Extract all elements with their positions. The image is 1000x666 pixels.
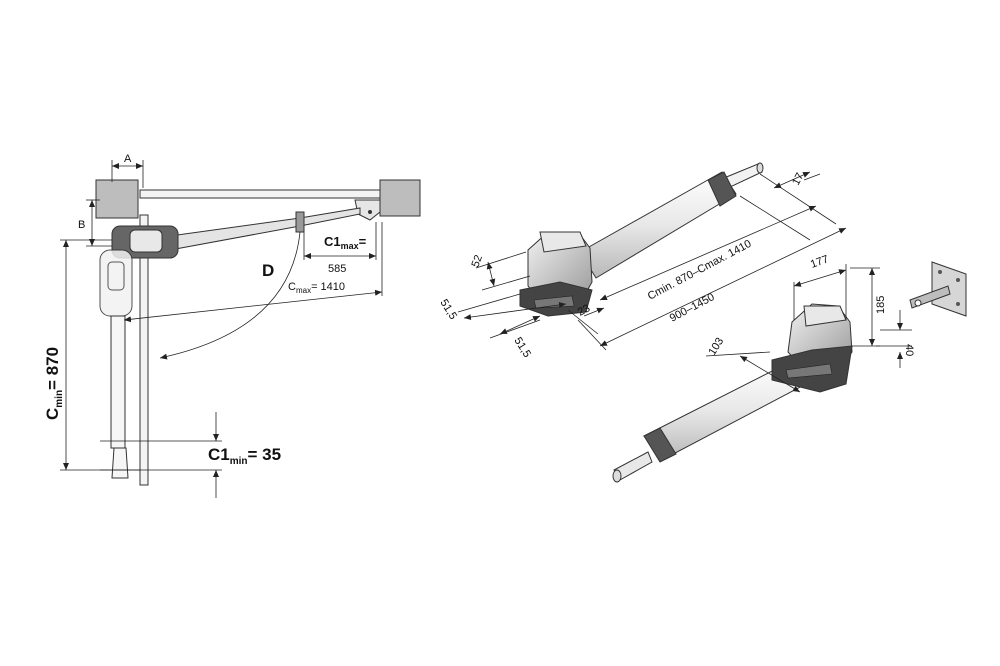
label-d: D (262, 261, 274, 280)
dim-23: 23 (576, 302, 592, 318)
motor-housing-open (99, 249, 133, 317)
label-a: A (124, 153, 132, 165)
iso-lower-drawing (612, 261, 967, 483)
label-c1max-value: 585 (328, 263, 346, 275)
side-view-drawing (60, 160, 421, 498)
gate-leaf-closed (139, 189, 381, 199)
iso-upper-drawing (457, 162, 847, 351)
dim-103: 103 (706, 336, 726, 358)
dim-51-5-bottom: 51,5 (511, 335, 533, 360)
operator-arm-open (110, 315, 126, 449)
dim-177: 177 (809, 253, 830, 271)
label-b: B (78, 219, 85, 231)
lower-tube-end-cap (643, 427, 677, 463)
label-c1max: C1max= (324, 234, 367, 251)
dim-51-5-top: 51,5 (437, 297, 459, 322)
operator-collar (295, 211, 305, 233)
dim-length: 900–1450 (668, 291, 717, 325)
dim-stroke: Cmin. 870–Cmax. 1410 (646, 238, 754, 303)
upper-tube-end-cap (707, 171, 737, 207)
gate-leaf-open (139, 214, 149, 486)
label-c1min: C1min= 35 (208, 445, 281, 467)
gate-end-block (379, 179, 421, 217)
label-cmin: Cmin= 870 (43, 347, 65, 420)
dim-185: 185 (875, 296, 887, 314)
dim-52: 52 (470, 253, 485, 269)
swing-arc (159, 231, 301, 360)
dim-40: 40 (903, 344, 915, 356)
label-cmax: Cmax= 1410 (288, 281, 345, 295)
hinge-post (95, 179, 139, 219)
dim-17: 17 (790, 171, 806, 187)
